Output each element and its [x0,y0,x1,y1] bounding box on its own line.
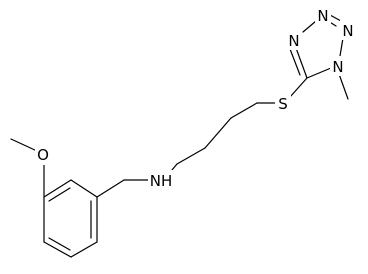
bond-c5-n4-inner [289,48,301,76]
tetrazole-n3-atom-label: N [317,7,328,25]
amine-label-bg [148,170,174,190]
tetrazole-n3-label-bg [315,5,331,25]
amine-atom-label: NH [150,172,173,190]
bond-c2-c3 [204,117,232,149]
bond-n4-n3 [302,20,317,33]
bond-n3-n2 [329,14,342,22]
bond-ring-1 [70,179,98,198]
bond-c3-c4 [230,102,258,119]
sulfur-atom-label: S [278,95,288,113]
bond-n1-methyl [338,73,349,100]
bond-c5-n4 [295,47,308,79]
tetrazole-n4-atom-label: N [288,32,299,50]
bond-ring-4-inner [48,237,71,251]
bond-ring-4 [43,241,72,258]
tetrazole-n1-label-bg [330,56,346,76]
bond-ring-6-inner [48,187,71,202]
tetrazole-n2-label-bg [340,20,356,40]
bond-s-c5 [289,77,308,98]
bond-c1-c2 [176,147,206,165]
bond-o-methyl [10,138,38,152]
oxygen-atom-label: O [37,146,49,164]
oxygen-label-bg [35,145,51,165]
sulfur-label-bg [275,93,291,113]
bond-ring-ch2 [96,179,125,198]
tetrazole-n1-atom-label: N [332,58,343,76]
bond-n1-c5 [306,67,332,79]
tetrazole-n4-label-bg [286,30,302,50]
bond-ring-3 [70,241,98,258]
tetrazole-n2-atom-label: N [342,22,353,40]
bond-nh-c1 [171,163,178,171]
bond-ring-6 [43,179,72,198]
